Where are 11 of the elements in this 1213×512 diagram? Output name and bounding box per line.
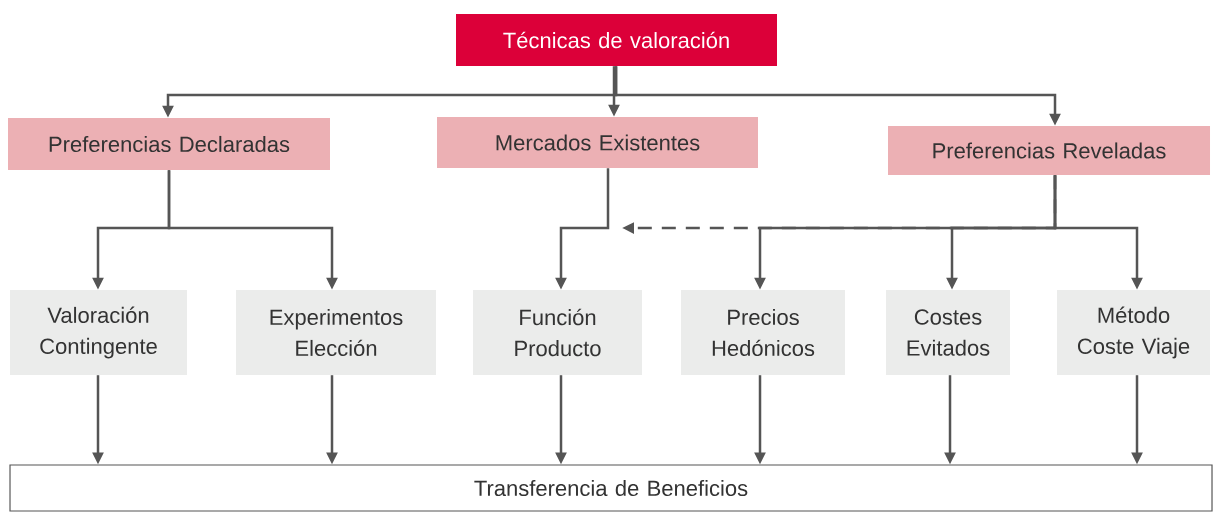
category-box: Preferencias Reveladas: [888, 126, 1210, 175]
base-box: Transferencia de Beneficios: [9, 464, 1213, 512]
technique-box: Precios Hedónicos: [681, 290, 845, 375]
category-box: Preferencias Declaradas: [8, 118, 330, 170]
technique-box: Valoración Contingente: [10, 290, 187, 375]
technique-box: Costes Evitados: [886, 290, 1010, 375]
technique-box: Método Coste Viaje: [1057, 290, 1210, 375]
technique-box: Experimentos Elección: [236, 290, 436, 375]
category-box: Mercados Existentes: [437, 117, 758, 168]
technique-box: Función Producto: [473, 290, 642, 375]
title-box: Técnicas de valoración: [456, 14, 777, 66]
